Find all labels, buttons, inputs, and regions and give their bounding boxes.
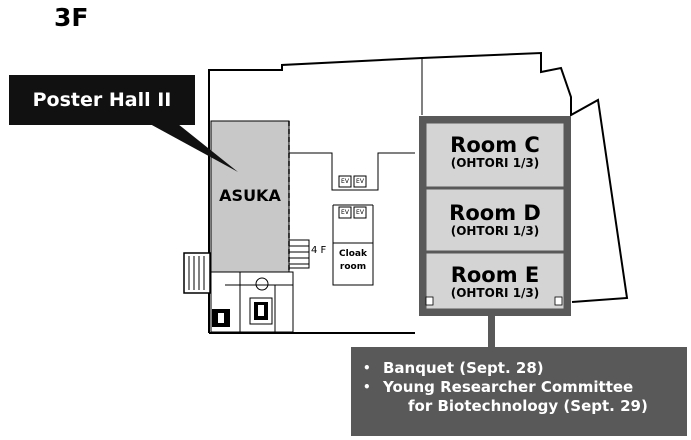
room-c: Room C (OHTORI 1/3) bbox=[426, 134, 564, 170]
rooms-frame bbox=[419, 116, 571, 348]
event-item: • Young Researcher Committee for Biotech… bbox=[363, 378, 677, 416]
bullet-icon: • bbox=[363, 380, 371, 394]
event-item: • Banquet (Sept. 28) bbox=[363, 359, 677, 378]
elevator-icon: EV bbox=[341, 209, 349, 216]
staircase-icon bbox=[288, 239, 310, 269]
poster-hall-callout: Poster Hall II bbox=[9, 75, 195, 125]
building-outline bbox=[208, 51, 629, 334]
elevator-icon: EV bbox=[356, 178, 364, 185]
event-text-line2: for Biotechnology (Sept. 29) bbox=[408, 397, 648, 415]
room-d-name: Room D bbox=[449, 201, 541, 225]
room-c-sub: (OHTORI 1/3) bbox=[450, 156, 540, 170]
poster-hall-label: Poster Hall II bbox=[32, 89, 172, 111]
events-list: • Banquet (Sept. 28) • Young Researcher … bbox=[363, 359, 677, 416]
cloak-room-line1: Cloak bbox=[339, 249, 367, 259]
callout-pointer bbox=[150, 124, 238, 172]
room-d: Room D (OHTORI 1/3) bbox=[426, 202, 564, 238]
asuka-label: ASUKA bbox=[219, 186, 281, 205]
bullet-icon: • bbox=[363, 361, 371, 375]
event-text: Banquet (Sept. 28) bbox=[383, 359, 544, 377]
escalator-icon bbox=[183, 252, 211, 294]
event-text: Young Researcher Committee bbox=[383, 378, 634, 396]
events-box: • Banquet (Sept. 28) • Young Researcher … bbox=[351, 347, 687, 436]
elevator-icon: EV bbox=[341, 178, 349, 185]
cloak-room-label: Cloak room bbox=[333, 248, 373, 274]
elevator-icon: EV bbox=[356, 209, 364, 216]
room-e: Room E (OHTORI 1/3) bbox=[426, 264, 564, 300]
cloak-room-line2: room bbox=[339, 262, 367, 272]
room-e-name: Room E bbox=[450, 263, 540, 287]
restroom-icon bbox=[212, 302, 268, 327]
asuka-hall bbox=[210, 120, 290, 273]
floor-label: 3F bbox=[54, 3, 89, 32]
room-e-sub: (OHTORI 1/3) bbox=[450, 286, 540, 300]
room-c-name: Room C bbox=[450, 133, 540, 157]
room-d-sub: (OHTORI 1/3) bbox=[450, 224, 540, 238]
stair-4f-label: 4 F bbox=[311, 245, 327, 256]
